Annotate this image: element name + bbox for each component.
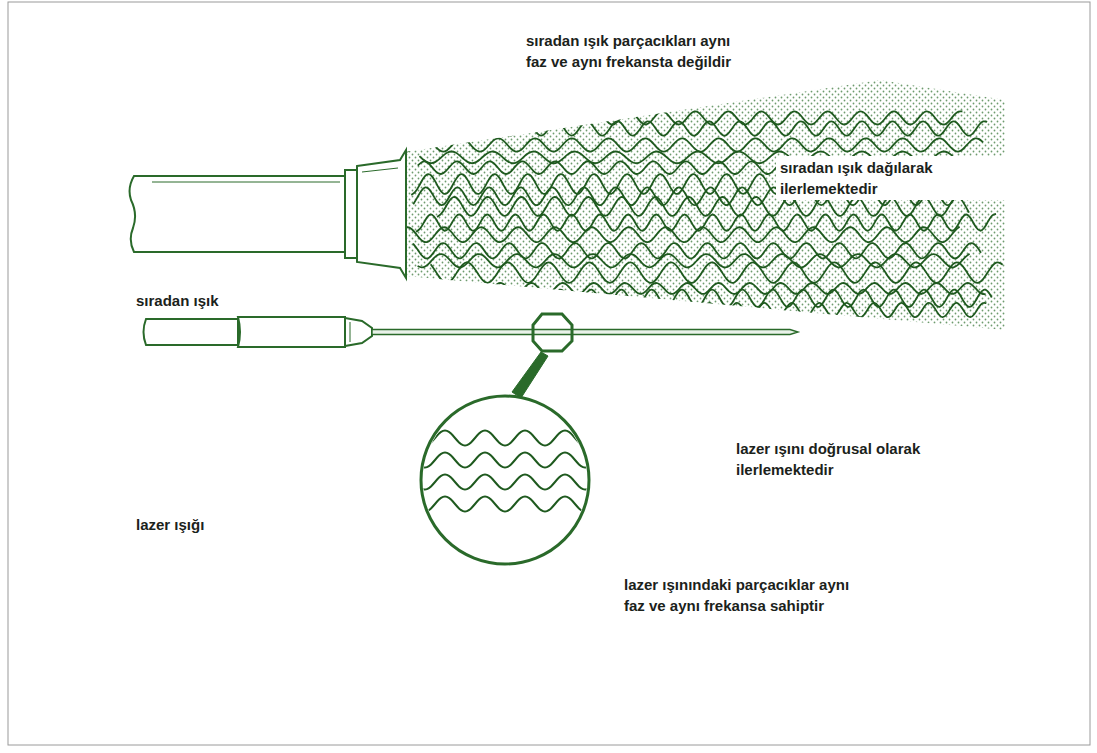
frame (8, 2, 1090, 745)
laser-wave (415, 431, 599, 446)
flashlight (130, 150, 406, 278)
annotation-label: lazer ışını doğrusal olarak ilerlemekted… (736, 438, 1006, 480)
light-wave (403, 138, 983, 151)
laser-pointer (144, 317, 373, 347)
light-cone (405, 80, 1005, 330)
light-wave (431, 262, 1003, 282)
light-wave (404, 227, 960, 242)
light-wave (435, 121, 987, 136)
light-wave (422, 111, 962, 124)
laser-wave (415, 475, 599, 490)
magnifier (415, 314, 599, 564)
light-wave (426, 283, 986, 294)
laser-wave (415, 453, 599, 468)
annotation-label: sıradan ışık dağılarak ilerlemektedir (776, 156, 1034, 200)
laser-beam (372, 330, 798, 335)
light-wave (413, 243, 981, 258)
light-wave (418, 254, 970, 268)
light-waves (403, 111, 1006, 317)
annotation-label: sıradan ışık parçacıkları aynı faz ve ay… (526, 30, 736, 72)
annotation-label: sıradan ışık (136, 290, 336, 311)
annotation-label: lazer ışığı (136, 514, 336, 535)
light-wave (414, 303, 986, 317)
laser-wave (415, 497, 599, 512)
annotation-label: lazer ışınındaki parçacıklar aynı faz ve… (624, 574, 859, 616)
